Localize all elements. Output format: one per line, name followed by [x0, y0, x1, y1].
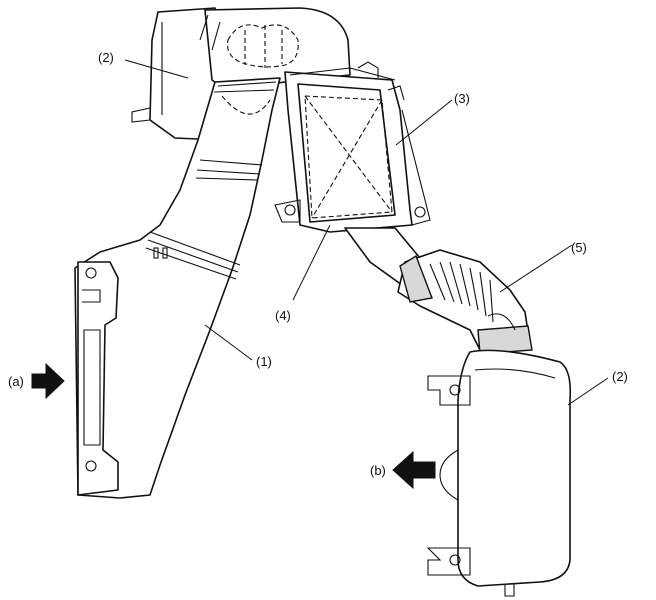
callout-part-5: (5) — [571, 240, 587, 255]
upper-duct — [199, 7, 351, 91]
callout-part-2-bottom: (2) — [612, 369, 628, 384]
leader-lines — [124, 59, 609, 406]
callout-part-4: (4) — [275, 308, 291, 323]
callout-arrow-b: (b) — [370, 463, 386, 478]
callout-part-2-top: (2) — [98, 50, 114, 65]
flow-arrow-b — [392, 450, 436, 490]
lower-resonator — [426, 349, 572, 597]
inlet-duct — [74, 77, 281, 499]
air-filter-element — [304, 95, 393, 219]
callout-part-1: (1) — [256, 354, 272, 369]
bellows-hose — [397, 249, 533, 355]
flow-arrow-a — [31, 362, 65, 400]
callout-part-3: (3) — [454, 91, 470, 106]
duct-mounting-bracket — [77, 247, 168, 496]
callout-arrow-a: (a) — [8, 374, 24, 389]
air-cleaner-housing — [274, 61, 431, 233]
